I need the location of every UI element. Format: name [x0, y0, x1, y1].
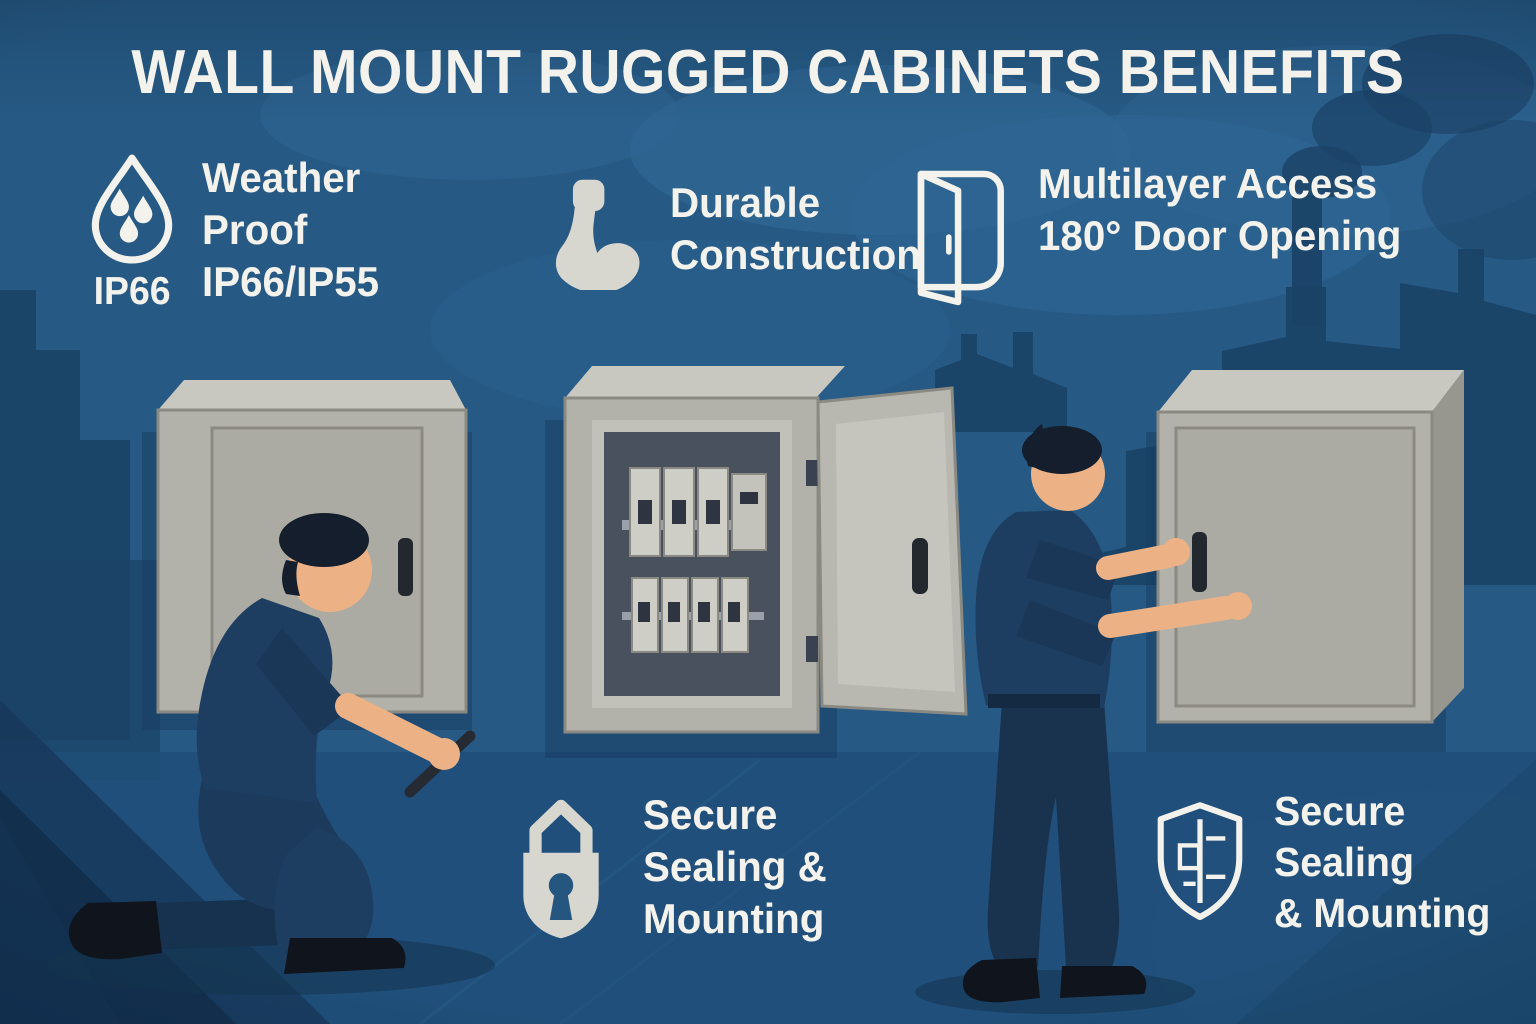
- cabinet-door: [1174, 426, 1416, 708]
- durable-line-2: Construction: [670, 231, 921, 278]
- cabinet-side: [1432, 370, 1464, 722]
- open-cabinet-illustration: [545, 366, 968, 758]
- cabinet-top: [565, 366, 845, 398]
- figure-shadow: [915, 970, 1195, 1014]
- hair-side: [282, 560, 300, 596]
- muscle-arm-icon: [555, 179, 640, 290]
- front-shoe: [284, 938, 406, 974]
- belt: [988, 694, 1100, 708]
- standing-technician-illustration: [915, 424, 1252, 1014]
- page-title-text: WALL MOUNT RUGGED CABINETS BENEFITS: [131, 38, 1405, 107]
- center-plant-silhouette: [935, 332, 1067, 432]
- secure-center-line-1: Secure: [643, 790, 778, 838]
- forearm-2: [1098, 596, 1238, 638]
- secure-right-line-3: & Mounting: [1274, 889, 1491, 936]
- durable-line-1: Durable: [670, 178, 821, 226]
- water-drop-icon: [91, 154, 173, 264]
- left-shoe: [962, 958, 1040, 1003]
- secure-right-line-2: Sealing: [1274, 838, 1414, 885]
- access-line-1: Multilayer Access: [1038, 160, 1378, 207]
- open-door-panel: [836, 412, 955, 692]
- weather-line-1: Weather: [202, 154, 361, 201]
- ip66-icon-rating: IP66: [93, 270, 171, 313]
- access-text: Multilayer Access 180° Door Opening: [1038, 158, 1401, 262]
- kneeling-technician-illustration: [45, 513, 495, 995]
- hinge-top: [806, 460, 818, 486]
- smoke-plume: [1282, 34, 1536, 260]
- access-line-2: 180° Door Opening: [1038, 212, 1402, 260]
- hinge-bottom: [806, 636, 818, 662]
- door-handle: [398, 538, 413, 596]
- legs: [987, 700, 1120, 967]
- benefit-weather-proof: IP66 Weather Proof IP66/IP55: [80, 152, 386, 314]
- upper-arm-2: [1016, 600, 1116, 666]
- upper-arm-1: [1026, 540, 1120, 600]
- benefit-secure-sealing-right: Secure Sealing & Mounting: [1152, 786, 1499, 938]
- door-handle: [1192, 532, 1207, 592]
- benefit-secure-sealing-center: Secure Sealing & Mounting: [505, 786, 834, 948]
- cabinet-top: [158, 380, 466, 410]
- forearm: [335, 693, 453, 765]
- durable-text: Durable Construction: [670, 177, 921, 281]
- weather-icon-column: IP66: [80, 152, 184, 314]
- secure-center-text: Secure Sealing & Mounting: [643, 789, 827, 945]
- right-shoe: [1060, 966, 1147, 998]
- weather-line-2: Proof: [202, 206, 308, 254]
- hair-side: [1026, 424, 1046, 468]
- sleeve: [256, 628, 352, 736]
- weather-text: Weather Proof IP66/IP55: [202, 152, 379, 308]
- benefit-multilayer-access: Multilayer Access 180° Door Opening: [908, 158, 1417, 312]
- weather-rating: IP66/IP55: [202, 258, 380, 306]
- shield-icon: [1157, 802, 1243, 921]
- secure-right-text: Secure Sealing & Mounting: [1274, 786, 1490, 938]
- secure-center-line-3: Mounting: [643, 895, 825, 943]
- circuit-breakers-row-1: [622, 467, 767, 557]
- hand: [428, 738, 460, 770]
- secure-right-line-1: Secure: [1274, 788, 1406, 834]
- chimney-silhouette: [1292, 196, 1322, 326]
- forearm-1: [1096, 544, 1180, 580]
- hair: [279, 513, 369, 567]
- hand-1: [1162, 538, 1190, 566]
- right-cabinet-illustration: [1146, 370, 1464, 752]
- hand-2: [1224, 592, 1252, 620]
- circuit-breakers-row-2: [622, 577, 764, 653]
- front-leg: [274, 828, 374, 960]
- cabinet-top: [1158, 370, 1464, 412]
- page-title: WALL MOUNT RUGGED CABINETS BENEFITS: [0, 40, 1536, 105]
- open-door-icon: [917, 170, 1004, 306]
- back-shin: [140, 898, 312, 950]
- secure-center-line-2: Sealing &: [643, 842, 827, 890]
- back-shoe: [68, 901, 162, 960]
- benefit-durable-construction: Durable Construction: [552, 168, 931, 290]
- open-door-handle: [912, 538, 928, 594]
- padlock-icon: [523, 799, 599, 939]
